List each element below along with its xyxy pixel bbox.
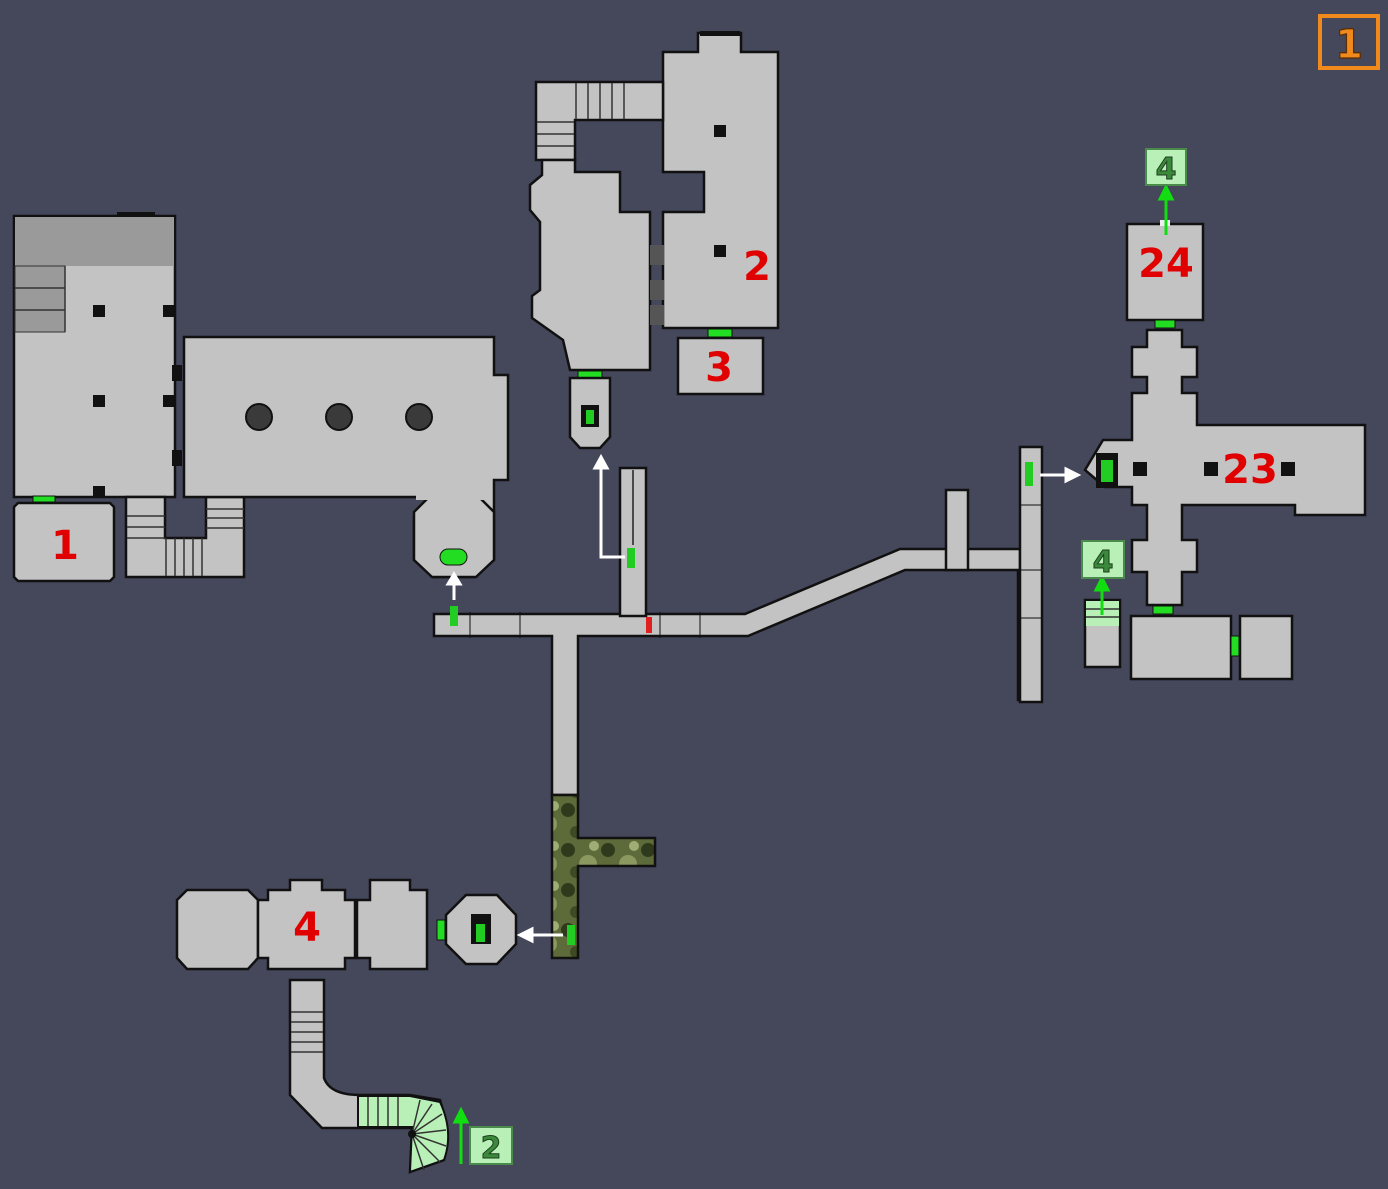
floor-indicator: 1 (1318, 14, 1380, 70)
corridors (432, 445, 1044, 960)
room-number-2: 2 (743, 244, 771, 290)
exit-badge-bottom[interactable]: 2 (469, 1126, 513, 1167)
room-number-24: 24 (1138, 241, 1194, 287)
exit-badge-mid-right[interactable]: 4 (1081, 540, 1125, 581)
floor-indicator-label: 1 (1335, 22, 1363, 68)
exit-badge-top-right[interactable]: 4 (1145, 148, 1187, 188)
exit-badge-bottom-label: 2 (481, 1131, 502, 1166)
room-number-23: 23 (1222, 447, 1278, 493)
exit-badge-mid-right-label: 4 (1093, 545, 1114, 580)
transition-arrows (445, 183, 1175, 1164)
room-1-complex: 1 (12, 212, 510, 583)
room-number-1: 1 (51, 523, 79, 569)
room-23-complex: 24 23 (1083, 220, 1367, 681)
room-2-complex: 2 3 (528, 31, 780, 450)
room-number-3: 3 (705, 345, 733, 391)
room-number-4: 4 (293, 905, 321, 951)
room-4-complex: 4 (175, 878, 518, 1174)
exit-badge-top-right-label: 4 (1156, 152, 1177, 187)
